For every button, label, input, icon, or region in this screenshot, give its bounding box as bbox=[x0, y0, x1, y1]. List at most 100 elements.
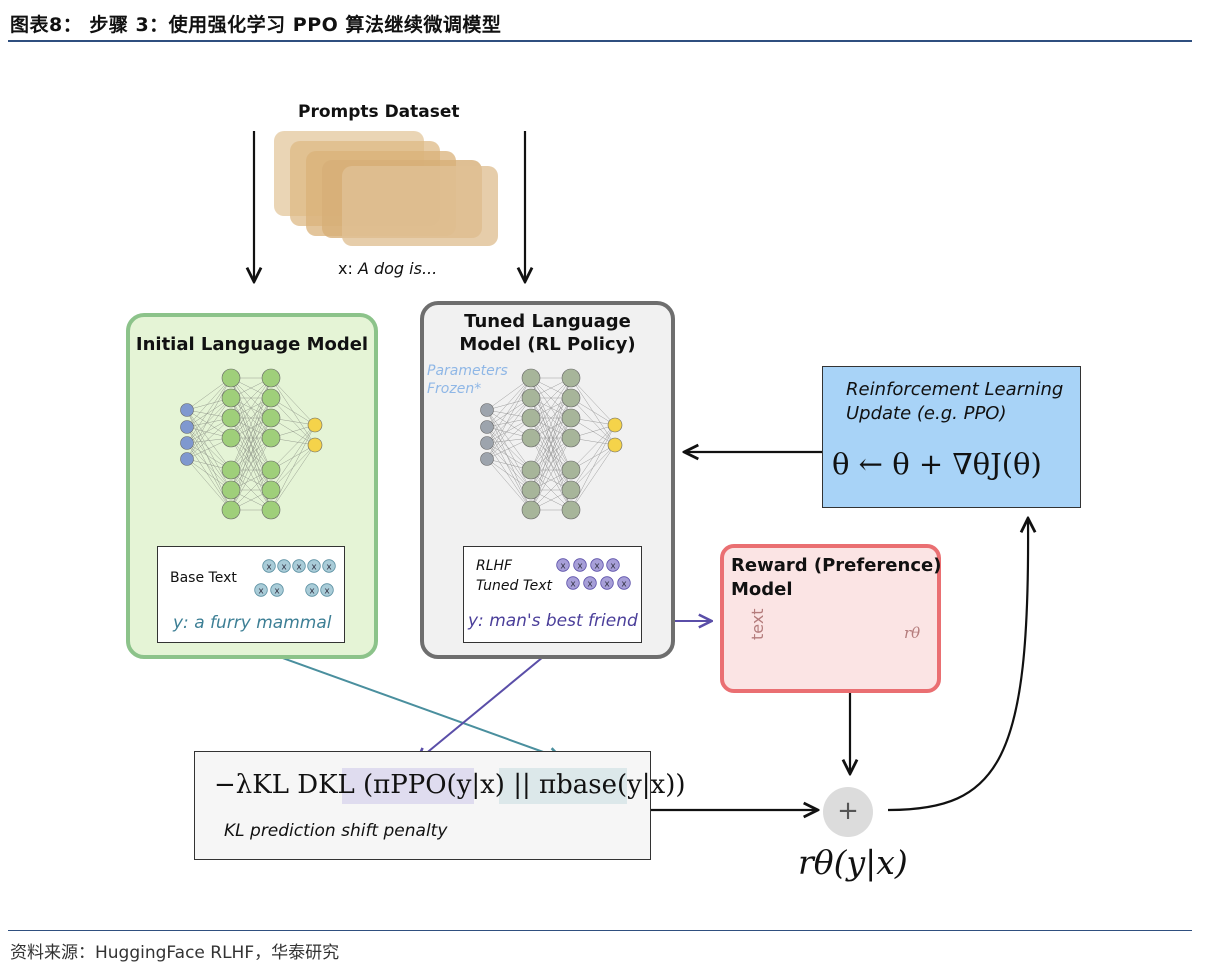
token-glyph bbox=[254, 583, 268, 597]
network-node bbox=[221, 368, 241, 388]
token-glyph-mark: x bbox=[610, 562, 616, 572]
network-node bbox=[221, 428, 241, 448]
network-node bbox=[521, 368, 541, 388]
kl-penalty-caption: KL prediction shift penalty bbox=[224, 821, 448, 841]
token-glyph bbox=[277, 559, 291, 573]
token-glyph bbox=[566, 576, 580, 590]
network-node bbox=[307, 437, 323, 453]
network-node bbox=[221, 480, 241, 500]
kl-penalty-equation: −λKL DKL (πPPO(y|x) || πbase(y|x)) bbox=[214, 770, 686, 800]
arrow-plus-to-rl bbox=[887, 520, 1028, 812]
prompts-dataset-cards bbox=[274, 131, 498, 246]
token-glyph-mark: x bbox=[281, 563, 287, 573]
network-node bbox=[221, 408, 241, 428]
network-node bbox=[607, 417, 623, 433]
network-node bbox=[261, 460, 281, 480]
base-text-label: Base Text bbox=[170, 570, 237, 586]
network-node bbox=[521, 480, 541, 500]
initial-network-graphic bbox=[180, 368, 323, 520]
token-glyph bbox=[617, 576, 631, 590]
rl-update-equation: θ ← θ + ∇θJ(θ) bbox=[832, 447, 1042, 481]
token-glyph-mark: x bbox=[594, 562, 600, 572]
network-node bbox=[561, 408, 581, 428]
pi-ppo-highlight bbox=[342, 768, 474, 804]
token-glyph-mark: x bbox=[258, 587, 264, 597]
network-node bbox=[561, 368, 581, 388]
token-glyph-mark: x bbox=[577, 562, 583, 572]
token-glyph-mark: x bbox=[570, 580, 576, 590]
tuned-text-output: y: man's best friend bbox=[468, 611, 638, 631]
network-node bbox=[261, 368, 281, 388]
network-node bbox=[607, 437, 623, 453]
bottom-divider bbox=[8, 930, 1192, 931]
token-glyph bbox=[320, 583, 334, 597]
token-glyph-mark: x bbox=[274, 587, 280, 597]
token-glyph-mark: x bbox=[560, 562, 566, 572]
token-glyph-mark: x bbox=[604, 580, 610, 590]
network-node bbox=[180, 452, 194, 466]
token-glyph bbox=[583, 576, 597, 590]
network-node bbox=[261, 408, 281, 428]
token-glyph bbox=[590, 558, 604, 572]
reward-model-box bbox=[720, 544, 941, 693]
tuned-network-graphic bbox=[480, 368, 623, 520]
source-note: 资料来源：HuggingFace RLHF，华泰研究 bbox=[10, 943, 340, 963]
network-node bbox=[261, 388, 281, 408]
reward-model-title: Reward (Preference) Model bbox=[731, 555, 942, 600]
token-glyph-mark: x bbox=[266, 563, 272, 573]
network-node bbox=[561, 428, 581, 448]
network-node bbox=[480, 403, 494, 417]
token-glyph-mark: x bbox=[296, 563, 302, 573]
prompt-input-value: A dog is... bbox=[357, 259, 438, 278]
token-glyph bbox=[262, 559, 276, 573]
network-node bbox=[180, 403, 194, 417]
token-glyph bbox=[322, 559, 336, 573]
network-node bbox=[521, 460, 541, 480]
rlhf-tuned-text-label: RLHF Tuned Text bbox=[476, 558, 553, 594]
network-node bbox=[180, 420, 194, 434]
network-node bbox=[521, 500, 541, 520]
arrow-tuned-to-kl bbox=[418, 642, 561, 760]
parameters-frozen-note: Parameters Frozen* bbox=[427, 363, 508, 397]
network-node bbox=[480, 436, 494, 450]
network-node bbox=[480, 420, 494, 434]
base-text-output: y: a furry mammal bbox=[173, 613, 332, 633]
token-glyph-mark: x bbox=[324, 587, 330, 597]
network-node bbox=[521, 428, 541, 448]
token-glyph bbox=[556, 558, 570, 572]
token-glyph-mark: x bbox=[309, 587, 315, 597]
reward-result-label: rθ(y|x) bbox=[798, 843, 908, 882]
network-node bbox=[561, 480, 581, 500]
network-node bbox=[480, 452, 494, 466]
network-node bbox=[221, 388, 241, 408]
rl-update-box bbox=[822, 366, 1081, 508]
network-node bbox=[561, 460, 581, 480]
tuned-model-title: Tuned Language Model (RL Policy) bbox=[459, 311, 636, 355]
figure-title: 图表8： 步骤 3：使用强化学习 PPO 算法继续微调模型 bbox=[10, 14, 502, 36]
prompts-dataset-title: Prompts Dataset bbox=[298, 102, 460, 122]
network-node bbox=[261, 500, 281, 520]
network-node bbox=[521, 408, 541, 428]
network-node bbox=[561, 388, 581, 408]
token-glyph-mark: x bbox=[587, 580, 593, 590]
pi-base-highlight bbox=[499, 768, 627, 804]
token-glyph bbox=[307, 559, 321, 573]
top-divider bbox=[8, 40, 1192, 42]
token-glyph bbox=[305, 583, 319, 597]
rl-update-title: Reinforcement Learning Update (e.g. PPO) bbox=[846, 379, 1064, 424]
token-glyph bbox=[573, 558, 587, 572]
token-glyph-mark: x bbox=[621, 580, 627, 590]
prompt-input-label: x: A dog is... bbox=[338, 259, 438, 278]
reward-output-label: rθ bbox=[904, 624, 921, 642]
network-node bbox=[307, 417, 323, 433]
token-glyph-mark: x bbox=[311, 563, 317, 573]
token-glyph bbox=[270, 583, 284, 597]
token-glyph bbox=[606, 558, 620, 572]
arrow-base-to-kl bbox=[251, 646, 560, 758]
network-node bbox=[221, 460, 241, 480]
token-glyph bbox=[292, 559, 306, 573]
